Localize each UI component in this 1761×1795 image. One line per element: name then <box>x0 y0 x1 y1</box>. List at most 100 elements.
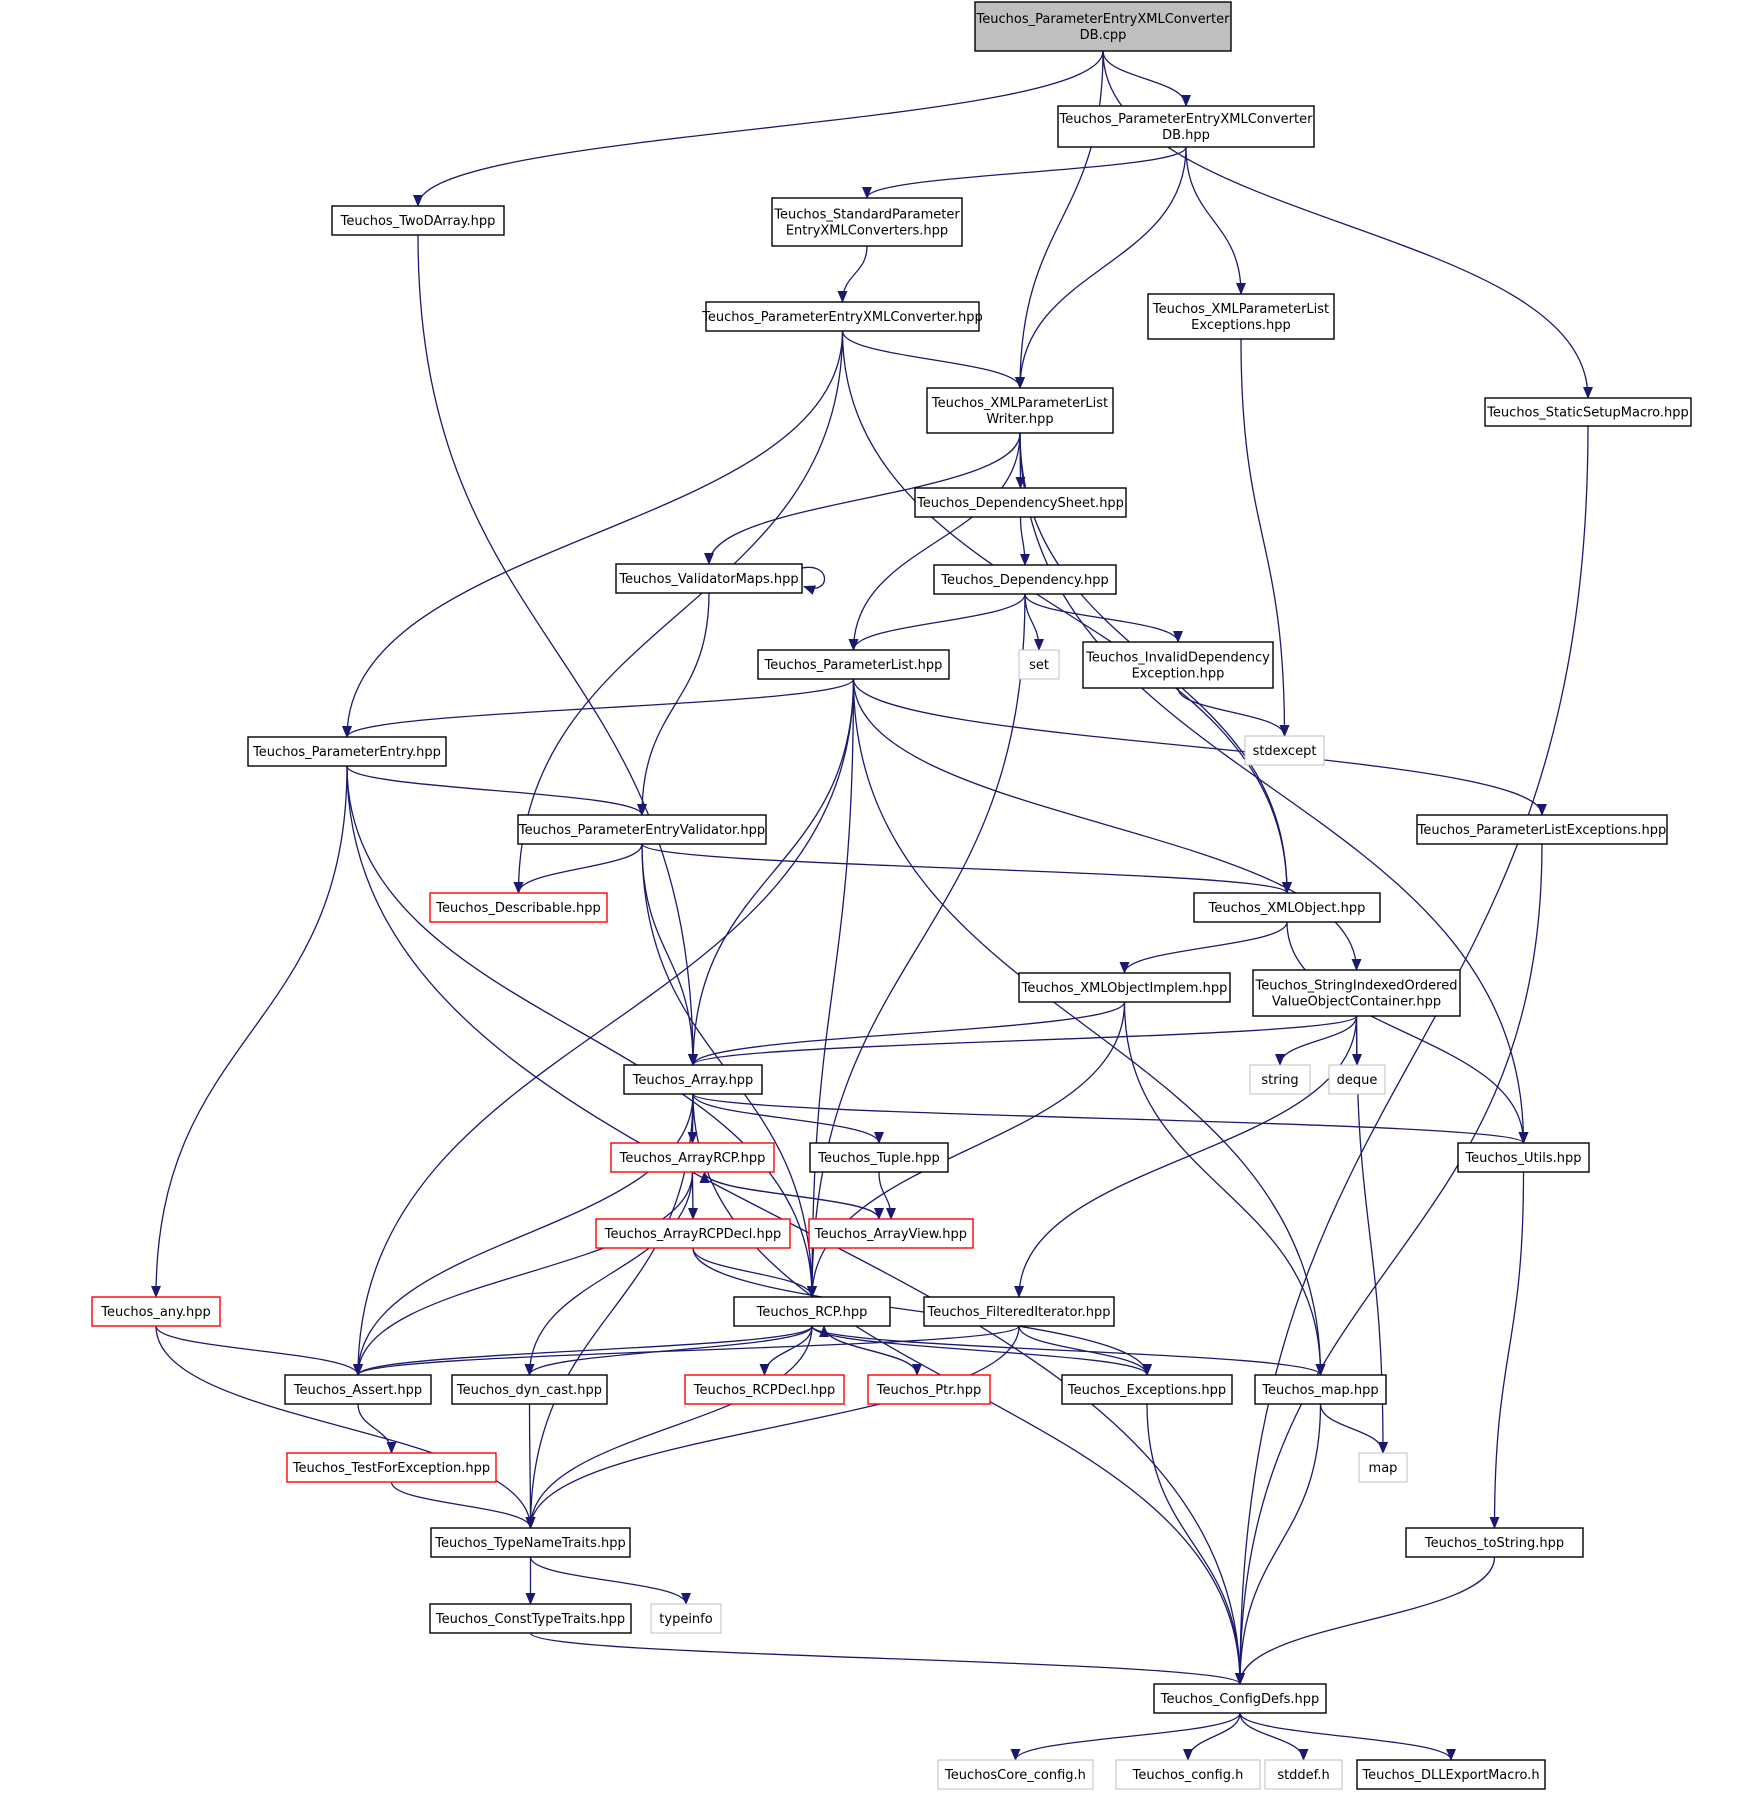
edge-cfgdefs-to-dll <box>1239 1712 1456 1761</box>
node-label: Writer.hpp <box>986 412 1053 427</box>
node-label: Teuchos_TypeNameTraits.hpp <box>434 1536 626 1551</box>
node-ptr[interactable]: Teuchos_Ptr.hpp <box>867 1374 991 1405</box>
edge-cfgdefs-to-tcfg <box>1183 1712 1241 1761</box>
node-box <box>914 487 1127 518</box>
edge-dbhpp-to-stdconv <box>862 146 1187 199</box>
node-dep[interactable]: Teuchos_Dependency.hpp <box>933 564 1117 595</box>
node-label: string <box>1261 1073 1298 1088</box>
node-box <box>430 1527 631 1558</box>
node-any[interactable]: Teuchos_any.hpp <box>91 1296 221 1327</box>
node-box <box>1057 105 1315 148</box>
node-utils[interactable]: Teuchos_Utils.hpp <box>1457 1142 1590 1173</box>
node-describ[interactable]: Teuchos_Describable.hpp <box>429 892 608 923</box>
node-tuple[interactable]: Teuchos_Tuple.hpp <box>809 1142 949 1173</box>
node-arcp[interactable]: Teuchos_ArrayRCP.hpp <box>610 1142 775 1173</box>
edge-tuple-to-aview <box>878 1171 896 1220</box>
node-label: Teuchos_ParameterListExceptions.hpp <box>1417 823 1667 838</box>
node-label: Teuchos_any.hpp <box>100 1305 211 1320</box>
node-tnt[interactable]: Teuchos_TypeNameTraits.hpp <box>430 1527 631 1558</box>
node-sioc[interactable]: Teuchos_StringIndexedOrderedValueObjectC… <box>1252 969 1461 1017</box>
node-box <box>926 387 1114 434</box>
node-label: Teuchos_ParameterEntryXMLConverter <box>1059 112 1314 127</box>
node-label: set <box>1029 658 1049 673</box>
edge-pev-to-describ <box>513 843 643 894</box>
edge-sioc-to-array <box>688 1015 1358 1066</box>
node-box <box>1356 1759 1546 1790</box>
edge-rcp-to-exc <box>811 1325 1152 1376</box>
node-label: Teuchos_DependencySheet.hpp <box>916 496 1124 511</box>
node-label: stdexcept <box>1253 744 1317 759</box>
edge-dbhpp-to-xmlplw <box>1015 146 1187 389</box>
node-label: Teuchos_XMLObject.hpp <box>1208 901 1366 916</box>
node-aview[interactable]: Teuchos_ArrayView.hpp <box>808 1218 974 1249</box>
node-label: Teuchos_ParameterEntry.hpp <box>252 745 441 760</box>
edge-ptr-to-rcp <box>819 1325 918 1376</box>
edge-dyncast-to-tnt <box>525 1403 536 1529</box>
edge-sioc-to-string <box>1275 1015 1358 1066</box>
node-box <box>974 1 1232 52</box>
node-box <box>1193 892 1381 923</box>
node-plist[interactable]: Teuchos_ParameterList.hpp <box>757 649 950 680</box>
node-label: Teuchos_ConfigDefs.hpp <box>1160 1692 1320 1707</box>
edge-arcpdecl-to-rcp <box>692 1247 817 1298</box>
node-exc[interactable]: Teuchos_Exceptions.hpp <box>1061 1374 1233 1405</box>
node-rcpdecl[interactable]: Teuchos_RCPDecl.hpp <box>684 1374 845 1405</box>
node-pev[interactable]: Teuchos_ParameterEntryValidator.hpp <box>517 814 767 845</box>
node-map_hpp[interactable]: Teuchos_map.hpp <box>1254 1374 1387 1405</box>
node-label: Teuchos_Assert.hpp <box>293 1383 422 1398</box>
node-tostring[interactable]: Teuchos_toString.hpp <box>1405 1527 1584 1558</box>
node-stdconv[interactable]: Teuchos_StandardParameterEntryXMLConvert… <box>771 197 963 247</box>
node-static[interactable]: Teuchos_StaticSetupMacro.hpp <box>1484 397 1692 427</box>
node-dll[interactable]: Teuchos_DLLExportMacro.h <box>1356 1759 1546 1790</box>
node-box <box>1244 735 1325 766</box>
node-label: Teuchos_ArrayRCPDecl.hpp <box>604 1227 782 1242</box>
edge-any-to-assert <box>155 1325 363 1376</box>
node-label: Teuchos_map.hpp <box>1261 1383 1378 1398</box>
node-label: Teuchos_toString.hpp <box>1424 1536 1564 1551</box>
nodes-layer: Teuchos_ParameterEntryXMLConverterDB.cpp… <box>91 1 1692 1790</box>
node-label: Teuchos_DLLExportMacro.h <box>1361 1768 1539 1783</box>
node-box <box>1061 1374 1233 1405</box>
node-cfgdefs[interactable]: Teuchos_ConfigDefs.hpp <box>1153 1683 1327 1714</box>
edge-xmlimpl-to-array <box>688 1001 1126 1066</box>
node-xmlobj[interactable]: Teuchos_XMLObject.hpp <box>1193 892 1381 923</box>
edge-assert-to-tfe <box>357 1403 397 1454</box>
node-twod[interactable]: Teuchos_TwoDArray.hpp <box>331 205 505 236</box>
edge-dep-to-rcp <box>807 593 1026 1298</box>
node-plexc[interactable]: Teuchos_ParameterListExceptions.hpp <box>1416 814 1668 845</box>
node-label: DB.hpp <box>1162 128 1210 143</box>
node-pentry[interactable]: Teuchos_ParameterEntry.hpp <box>247 736 447 767</box>
edge-rcp-to-rcpdecl <box>759 1325 813 1376</box>
edge-array-to-utils <box>692 1093 1529 1144</box>
node-valmaps[interactable]: Teuchos_ValidatorMaps.hpp <box>615 563 803 594</box>
node-box <box>923 1296 1115 1327</box>
node-typeinfo: typeinfo <box>650 1603 722 1634</box>
node-box <box>933 564 1117 595</box>
node-dyncast[interactable]: Teuchos_dyn_cast.hpp <box>451 1374 608 1405</box>
edge-peconv-to-xmlplw <box>841 330 1025 389</box>
node-filtit[interactable]: Teuchos_FilteredIterator.hpp <box>923 1296 1115 1327</box>
node-tfe[interactable]: Teuchos_TestForException.hpp <box>286 1452 497 1483</box>
node-assert[interactable]: Teuchos_Assert.hpp <box>284 1374 432 1405</box>
node-label: Teuchos_RCPDecl.hpp <box>693 1383 836 1398</box>
edge-depsheet-to-dep <box>1019 516 1030 566</box>
node-arcpdecl[interactable]: Teuchos_ArrayRCPDecl.hpp <box>595 1218 791 1249</box>
node-label: Teuchos_config.h <box>1132 1768 1244 1783</box>
edge-dep-to-invdep <box>1024 593 1183 643</box>
node-depsheet[interactable]: Teuchos_DependencySheet.hpp <box>914 487 1127 518</box>
edge-xmlimpl-to-map_hpp <box>1123 1001 1326 1376</box>
node-xmlimpl[interactable]: Teuchos_XMLObjectImplem.hpp <box>1018 972 1231 1003</box>
node-peconv[interactable]: Teuchos_ParameterEntryXMLConverter.hpp <box>701 301 983 332</box>
node-ctt[interactable]: Teuchos_ConstTypeTraits.hpp <box>429 1603 632 1634</box>
node-label: Teuchos_Describable.hpp <box>435 901 600 916</box>
node-array[interactable]: Teuchos_Array.hpp <box>623 1064 763 1095</box>
node-box <box>1457 1142 1590 1173</box>
edge-plexc-to-cfgdefs <box>1235 843 1543 1685</box>
node-rcp[interactable]: Teuchos_RCP.hpp <box>733 1296 891 1327</box>
